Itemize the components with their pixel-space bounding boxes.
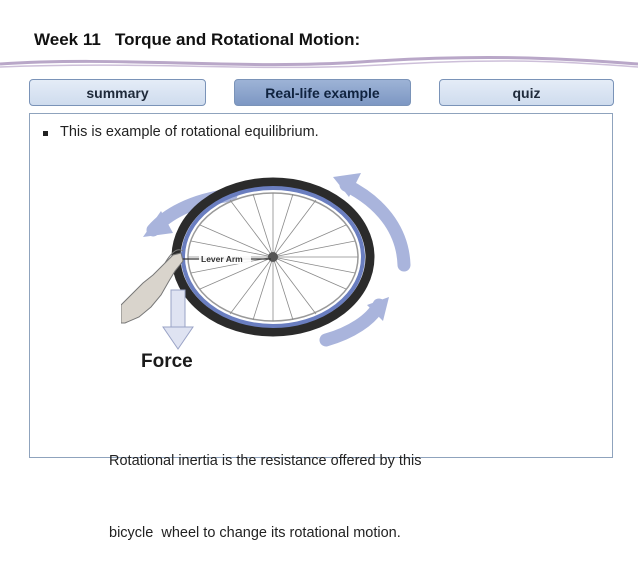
- caption-line-2: bicycle wheel to change its rotational m…: [109, 525, 401, 541]
- figure-caption: Rotational inertia is the resistance off…: [109, 401, 529, 569]
- header-divider: [0, 56, 638, 69]
- tab-real-life-example[interactable]: Real-life example: [234, 79, 411, 106]
- caption-line-1: Rotational inertia is the resistance off…: [109, 453, 422, 469]
- tab-quiz[interactable]: quiz: [439, 79, 614, 106]
- page-title: Week 11 Torque and Rotational Motion:: [34, 30, 361, 49]
- rotation-arrow-right: [339, 178, 411, 272]
- tab-summary[interactable]: summary: [29, 79, 206, 106]
- bullet-item: This is example of rotational equilibriu…: [43, 124, 319, 140]
- force-label: Force: [141, 351, 193, 371]
- bullet-text: This is example of rotational equilibriu…: [60, 124, 319, 140]
- tab-quiz-label: quiz: [512, 84, 541, 101]
- hand-icon: [121, 252, 184, 324]
- tab-real-life-example-label: Real-life example: [265, 84, 380, 101]
- tab-summary-label: summary: [86, 84, 149, 101]
- bicycle-wheel-figure: Lever Arm Force: [121, 173, 411, 371]
- bullet-icon: [43, 130, 48, 136]
- wheel-icon: [171, 177, 375, 337]
- lever-arm-label: Lever Arm: [201, 254, 243, 264]
- content-panel: [29, 113, 613, 458]
- force-arrow-icon: [162, 289, 194, 350]
